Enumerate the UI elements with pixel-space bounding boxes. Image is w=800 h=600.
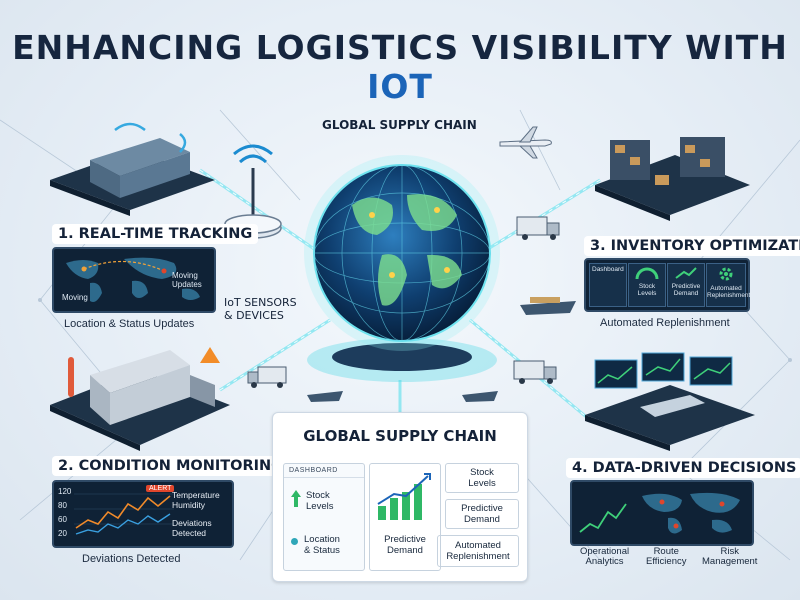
tile-automated-label: Automated Replenishment [707,285,751,299]
dash-stock-levels: Stock Levels [306,490,333,512]
bar-chart-icon [377,473,431,520]
panel2-caption: Deviations Detected [82,553,181,565]
title-main: ENHANCING LOGISTICS VISIBILITY WITH [12,28,788,67]
truck-platform-illustration [50,347,230,451]
panel1-map-card: Moving Updates Moving [52,247,216,313]
label-risk-line2: Management [702,556,758,567]
legend-humidity: Humidity [172,500,206,510]
panel4-label-operational: Operational Analytics [580,547,629,567]
center-pred-line1: Predictive [384,534,426,545]
center-pred-line2: Demand [387,545,423,556]
airplane-icon [499,126,552,159]
panel2-chart-card: 120 80 60 20 ALERT Temperature Humidity … [52,480,234,548]
iot-label-line2: & DEVICES [224,309,284,322]
dash-location-line1: Location [304,534,340,545]
world-map-icon [66,257,200,302]
panel3-caption: Automated Replenishment [600,317,730,329]
truck-icon-lower-right [513,360,557,384]
tile-dashboard-label: Dashboard [592,266,624,273]
tile-stock-label: Stock Levels [637,283,657,297]
panel4-label-route: Route Efficiency [646,547,686,567]
location-dot-icon [291,538,298,545]
container-platform-illustration [50,122,215,216]
right-stock-line1: Stock [470,467,494,478]
panel2-y-ticks: 120 80 60 20 [58,485,71,541]
dash-location-line2: & Status [304,545,340,556]
dashboard-title: DASHBOARD [284,464,364,478]
center-right-column: Stock Levels Predictive Demand Automated… [437,463,521,569]
panel4-heading: 4. DATA-DRIVEN DECISIONS [566,458,800,478]
legend-deviations-line2: Detected [172,528,207,538]
ship-icon-right [520,297,576,315]
arrow-up-icon [291,490,301,507]
page-title: ENHANCING LOGISTICS VISIBILITY WITH IOT [0,28,800,106]
label-route-line2: Efficiency [646,556,687,567]
label-route-line1: Route [653,546,679,557]
label-risk-line1: Risk [720,546,739,557]
tile-predictive-label: Predictive Demand [671,283,701,297]
y-tick-60: 60 [58,515,67,524]
ship-icon-left [307,391,343,402]
center-predictive-panel: Predictive Demand [369,463,441,571]
analytics-map-chart [579,492,740,534]
center-predictive-label: Predictive Demand [370,534,440,556]
control-room-illustration [585,352,755,451]
y-tick-20: 20 [58,529,67,538]
panel2-legend: Temperature Humidity Deviations Detected [172,490,220,538]
truck-icon-right [516,216,560,240]
iot-sensors-label: IoT SENSORS & DEVICES [224,296,297,322]
dash-stock-line1: Stock [306,490,330,501]
panel1-map-label1-line1: Moving [172,271,198,280]
panel1-map-label2: Moving [62,293,88,302]
label-operational-line2: Analytics [585,556,624,567]
right-auto-line2: Replenishment [446,551,510,562]
panel2-heading: 2. CONDITION MONITORING [52,456,290,476]
right-pred-line1: Predictive [461,503,503,514]
ship-icon-center [462,391,498,402]
gear-icon [719,267,733,281]
inventory-tile-predictive: Predictive Demand [667,263,705,307]
legend-deviations-line1: Deviations [172,518,212,528]
panel1-heading: 1. REAL-TIME TRACKING [52,224,259,244]
dash-location-status: Location & Status [304,534,340,556]
gauge-icon [635,267,659,280]
right-stock-box: Stock Levels [445,463,519,493]
label-operational-line1: Operational [580,546,630,557]
y-tick-120: 120 [58,487,72,496]
panel1-map-label1-line2: Updates [172,280,202,289]
panel3-heading: 3. INVENTORY OPTIMIZATION [584,236,800,256]
panel1-caption: Location & Status Updates [64,318,195,330]
title-accent: IOT [367,67,433,106]
right-automated-box: Automated Replenishment [437,535,519,567]
right-stock-line2: Levels [468,478,496,489]
inventory-tile-dashboard: Dashboard [589,263,627,307]
top-label: GLOBAL SUPPLY CHAIN [322,118,477,132]
panel4-label-risk: Risk Management [702,547,757,567]
center-card-heading: GLOBAL SUPPLY CHAIN [303,427,497,445]
panel1-map-label1: Moving Updates [172,271,202,289]
right-predictive-box: Predictive Demand [445,499,519,529]
center-dashboard-panel: DASHBOARD Stock Levels Location & Status [283,463,365,571]
warehouse-platform-illustration [595,137,750,221]
panel4-analytics-card [570,480,754,546]
center-dashboard-card: GLOBAL SUPPLY CHAIN DASHBOARD Stock Leve… [272,412,528,582]
truck-icon-left [247,366,287,388]
right-auto-line1: Automated [455,540,501,551]
trend-up-icon [675,267,697,279]
legend-temperature: Temperature [172,490,220,500]
dash-stock-line2: Levels [306,501,334,512]
globe-illustration [304,155,500,382]
panel3-dashboard-card: Dashboard Stock Levels Predictive Demand… [584,258,750,312]
right-pred-line2: Demand [464,514,500,525]
temperature-line-chart [74,493,174,535]
iot-label-line1: IoT SENSORS [224,296,297,309]
inventory-tile-automated: Automated Replenishment [706,263,751,307]
inventory-tile-stock: Stock Levels [628,263,666,307]
y-tick-80: 80 [58,501,67,510]
alert-badge: ALERT [146,485,175,492]
